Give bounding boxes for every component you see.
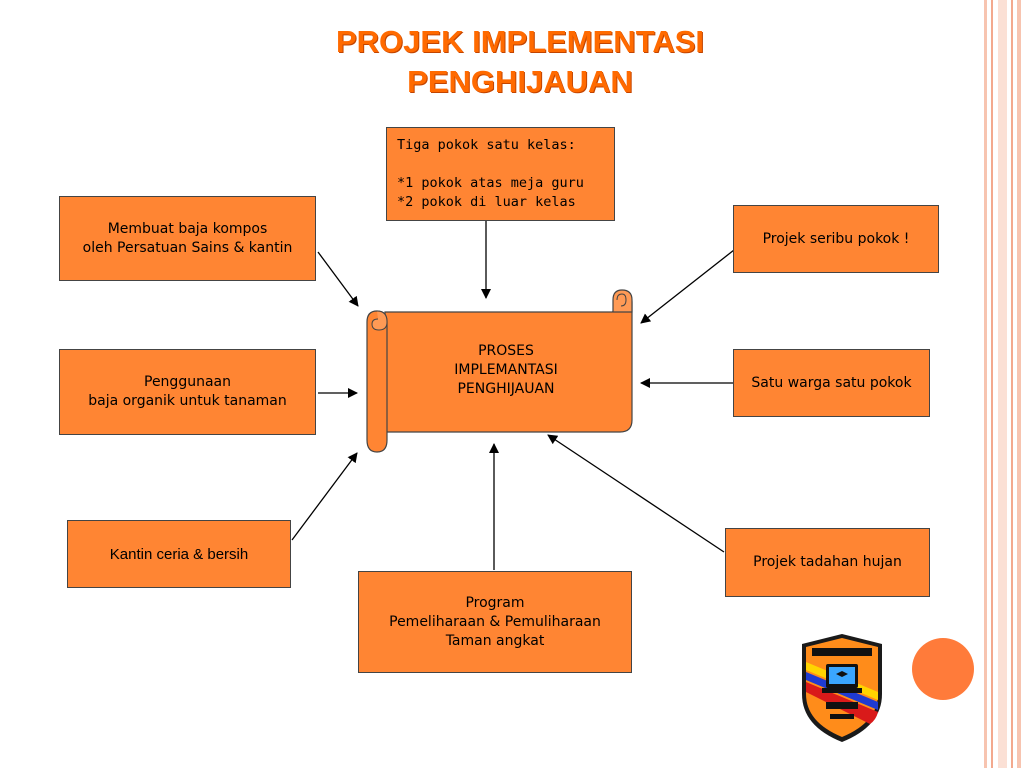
decorative-circle: [912, 638, 974, 700]
box-penggunaan-baja: Penggunaan baja organik untuk tanaman: [59, 349, 316, 435]
box-projek-seribu-pokok: Projek seribu pokok !: [733, 205, 939, 273]
box-program-pemeliharaan: Program Pemeliharaan & Pemuliharaan Tama…: [358, 571, 632, 673]
box-baja-kompos: Membuat baja kompos oleh Persatuan Sains…: [59, 196, 316, 281]
arrow-kompos: [317, 251, 359, 307]
box-tadahan-hujan: Projek tadahan hujan: [725, 528, 930, 597]
arrow-tadahan: [547, 434, 725, 553]
title-line-1: PROJEK IMPLEMENTASI: [335, 24, 705, 59]
title-line-2: PENGHIJAUAN: [407, 64, 633, 99]
center-process-label: PROSES IMPLEMANTASI PENGHIJAUAN: [454, 343, 558, 397]
decorative-stripes: [978, 0, 1024, 768]
slide-title: PROJEK IMPLEMENTASI PENGHIJAUAN: [200, 22, 840, 102]
school-crest-icon: [802, 634, 882, 742]
box-satu-warga: Satu warga satu pokok: [733, 349, 930, 417]
arrow-seribu: [640, 249, 735, 324]
box-tiga-pokok: Tiga pokok satu kelas: *1 pokok atas mej…: [386, 127, 615, 221]
box-kantin-ceria: Kantin ceria & bersih: [67, 520, 291, 588]
arrow-kantin: [291, 452, 358, 541]
